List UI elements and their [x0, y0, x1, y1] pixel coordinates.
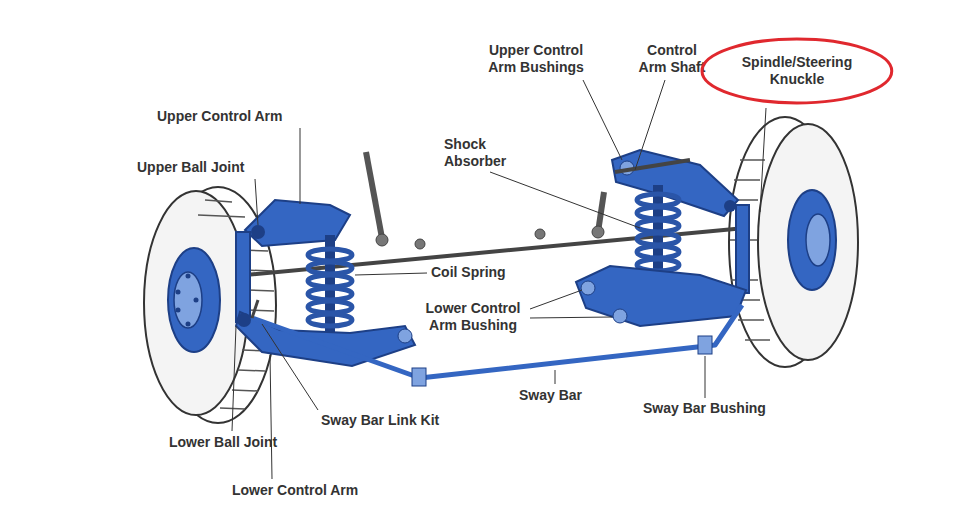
callout-ellipse: Spindle/Steering Knuckle — [700, 37, 894, 105]
part-label: Shock Absorber — [444, 136, 524, 170]
coil-spring-left — [308, 235, 352, 335]
part-label: Control Arm Shaft — [634, 42, 710, 76]
part-label: Sway Bar Bushing — [643, 400, 766, 417]
upper-arm-right — [612, 150, 738, 216]
part-label: Lower Control Arm — [232, 482, 358, 499]
part-label: Upper Ball Joint — [137, 159, 244, 176]
sway-bar — [252, 300, 742, 386]
part-label: Sway Bar Link Kit — [321, 412, 439, 429]
part-label: Lower Control Arm Bushing — [418, 300, 528, 334]
node-text-wrap: Spindle/Steering Knuckle — [733, 54, 861, 88]
right-wheel — [729, 117, 858, 367]
callout-text: Spindle/Steering Knuckle — [733, 54, 861, 88]
leader-lines — [232, 80, 766, 479]
ellipse-outline — [702, 39, 892, 103]
part-label: Lower Ball Joint — [169, 434, 277, 451]
part-label: Upper Control Arm Bushings — [480, 42, 592, 76]
part-label: Coil Spring — [431, 264, 506, 281]
part-label: Sway Bar — [519, 387, 582, 404]
part-label: Upper Control Arm — [157, 108, 282, 125]
coil-spring-right — [637, 185, 679, 280]
